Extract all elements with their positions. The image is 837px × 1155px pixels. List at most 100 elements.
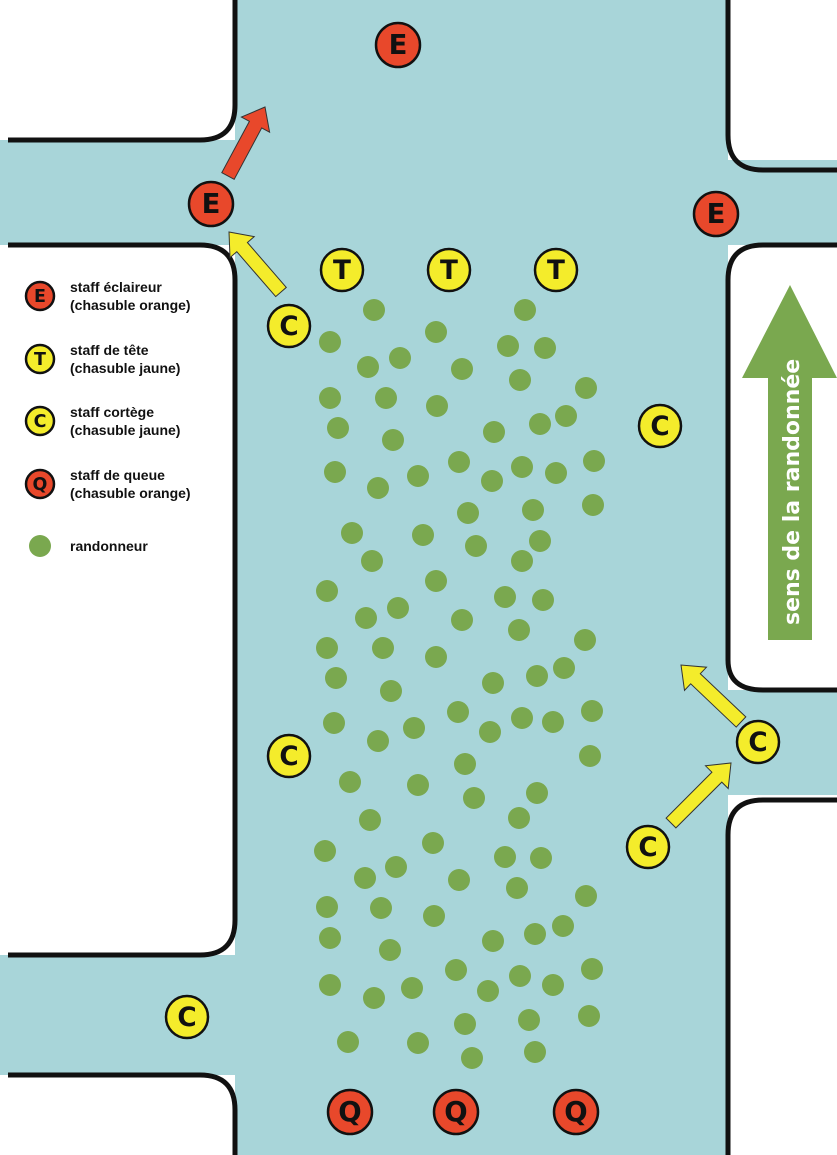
hiker-dot (518, 1009, 540, 1031)
legend-label: staff éclaireur (70, 279, 162, 295)
legend-tete-swatch-disc (24, 343, 56, 375)
hiker-dot (319, 331, 341, 353)
hiker-dot (457, 502, 479, 524)
legend-eclaireur-swatch-disc (24, 280, 56, 312)
staff-tete-marker-letter: T (333, 256, 351, 286)
staff-cortege-marker-letter: C (279, 312, 298, 342)
hiker-dot (425, 321, 447, 343)
legend-label: staff de tête (70, 342, 149, 358)
staff-queue-marker-disc (552, 1088, 600, 1136)
staff-eclaireur-marker-letter: E (389, 29, 408, 61)
hiker-dot (454, 1013, 476, 1035)
staff-tete-marker-letter: T (547, 256, 565, 286)
arrow-eclaireur-forward (221, 106, 271, 180)
hiker-dot (316, 896, 338, 918)
hiker-dot (542, 711, 564, 733)
hiker-dot (425, 570, 447, 592)
staff-cortege-marker: C (637, 403, 683, 449)
arrow-cortege-forward-right (680, 664, 747, 728)
direction-label: sens de la randonnée (780, 359, 805, 625)
hiker-dot (463, 787, 485, 809)
legend-item-hiker: randonneur (29, 535, 148, 557)
legend-label: staff de queue (70, 467, 165, 483)
hiker-dot (327, 417, 349, 439)
hiker-dot (451, 609, 473, 631)
hiker-dot (380, 680, 402, 702)
road-edge-left-middle (8, 242, 238, 958)
road-surface-right-lower (728, 690, 837, 795)
hiker-dot (448, 869, 470, 891)
hiker-dot (367, 730, 389, 752)
staff-eclaireur-marker-disc (374, 21, 422, 69)
staff-queue-marker-letter: Q (444, 1096, 467, 1128)
staff-queue-marker-letter: Q (564, 1096, 587, 1128)
staff-eclaireur-marker-disc (187, 180, 235, 228)
staff-queue-marker-disc (432, 1088, 480, 1136)
hiker-dot (379, 939, 401, 961)
hiker-dot (522, 499, 544, 521)
hiker-dot (552, 915, 574, 937)
legend-queue-swatch: Q (24, 468, 56, 500)
hiker-dot (357, 356, 379, 378)
legend-eclaireur-swatch: E (24, 280, 56, 312)
hiker-crowd (314, 299, 605, 1069)
hiker-dot (447, 701, 469, 723)
staff-tete-marker-disc (533, 247, 579, 293)
staff-queue-marker: Q (432, 1088, 480, 1136)
legend-eclaireur-swatch-letter: E (34, 287, 46, 307)
hiker-dot (482, 930, 504, 952)
hiker-dot (509, 965, 531, 987)
staff-queue-marker-letter: Q (338, 1096, 361, 1128)
staff-cortege-marker-disc (266, 733, 312, 779)
hiker-dot (412, 524, 434, 546)
staff-eclaireur-marker: E (374, 21, 422, 69)
hiker-dot (532, 589, 554, 611)
hiker-dot (526, 782, 548, 804)
hiker-dot (508, 807, 530, 829)
hiker-dot (367, 477, 389, 499)
hiker-dot (359, 809, 381, 831)
staff-cortege-marker: C (164, 994, 210, 1040)
hiker-dot (316, 580, 338, 602)
arrow-cortege-to-cortege (665, 762, 732, 829)
staff-cortege-marker-letter: C (279, 742, 298, 772)
hiker-dot (497, 335, 519, 357)
hiker-dot (354, 867, 376, 889)
hiker-dot (575, 377, 597, 399)
staff-cortege-marker-letter: C (177, 1003, 196, 1033)
hiker-dot (387, 597, 409, 619)
hiker-dot (578, 1005, 600, 1027)
hiker-dot (451, 358, 473, 380)
hiker-dot (581, 958, 603, 980)
hiker-dot (325, 667, 347, 689)
hiker-dot (361, 550, 383, 572)
hiker-dot (454, 753, 476, 775)
hiker-dot (370, 897, 392, 919)
hiker-dot (542, 974, 564, 996)
hiker-dot (425, 646, 447, 668)
hiker-dot (511, 456, 533, 478)
staff-eclaireur-marker-letter: E (707, 198, 726, 230)
hiker-dot (553, 657, 575, 679)
hiker-dot (323, 712, 345, 734)
staff-tete-marker-letter: T (440, 256, 458, 286)
legend-cortege-swatch-letter: C (34, 412, 47, 432)
hiker-dot (337, 1031, 359, 1053)
staff-cortege-marker: C (266, 303, 312, 349)
hiker-dot (529, 413, 551, 435)
legend-sublabel: (chasuble jaune) (70, 360, 180, 376)
hiker-dot (511, 707, 533, 729)
road-edge-left-bottom (8, 1072, 238, 1155)
hiker-dot (526, 665, 548, 687)
road-edge-right-middle (725, 242, 837, 693)
hiker-dot (316, 637, 338, 659)
hiker-dot (483, 421, 505, 443)
hiker-dot (407, 774, 429, 796)
hiker-dot (465, 535, 487, 557)
staff-cortege-marker-letter: C (650, 412, 669, 442)
